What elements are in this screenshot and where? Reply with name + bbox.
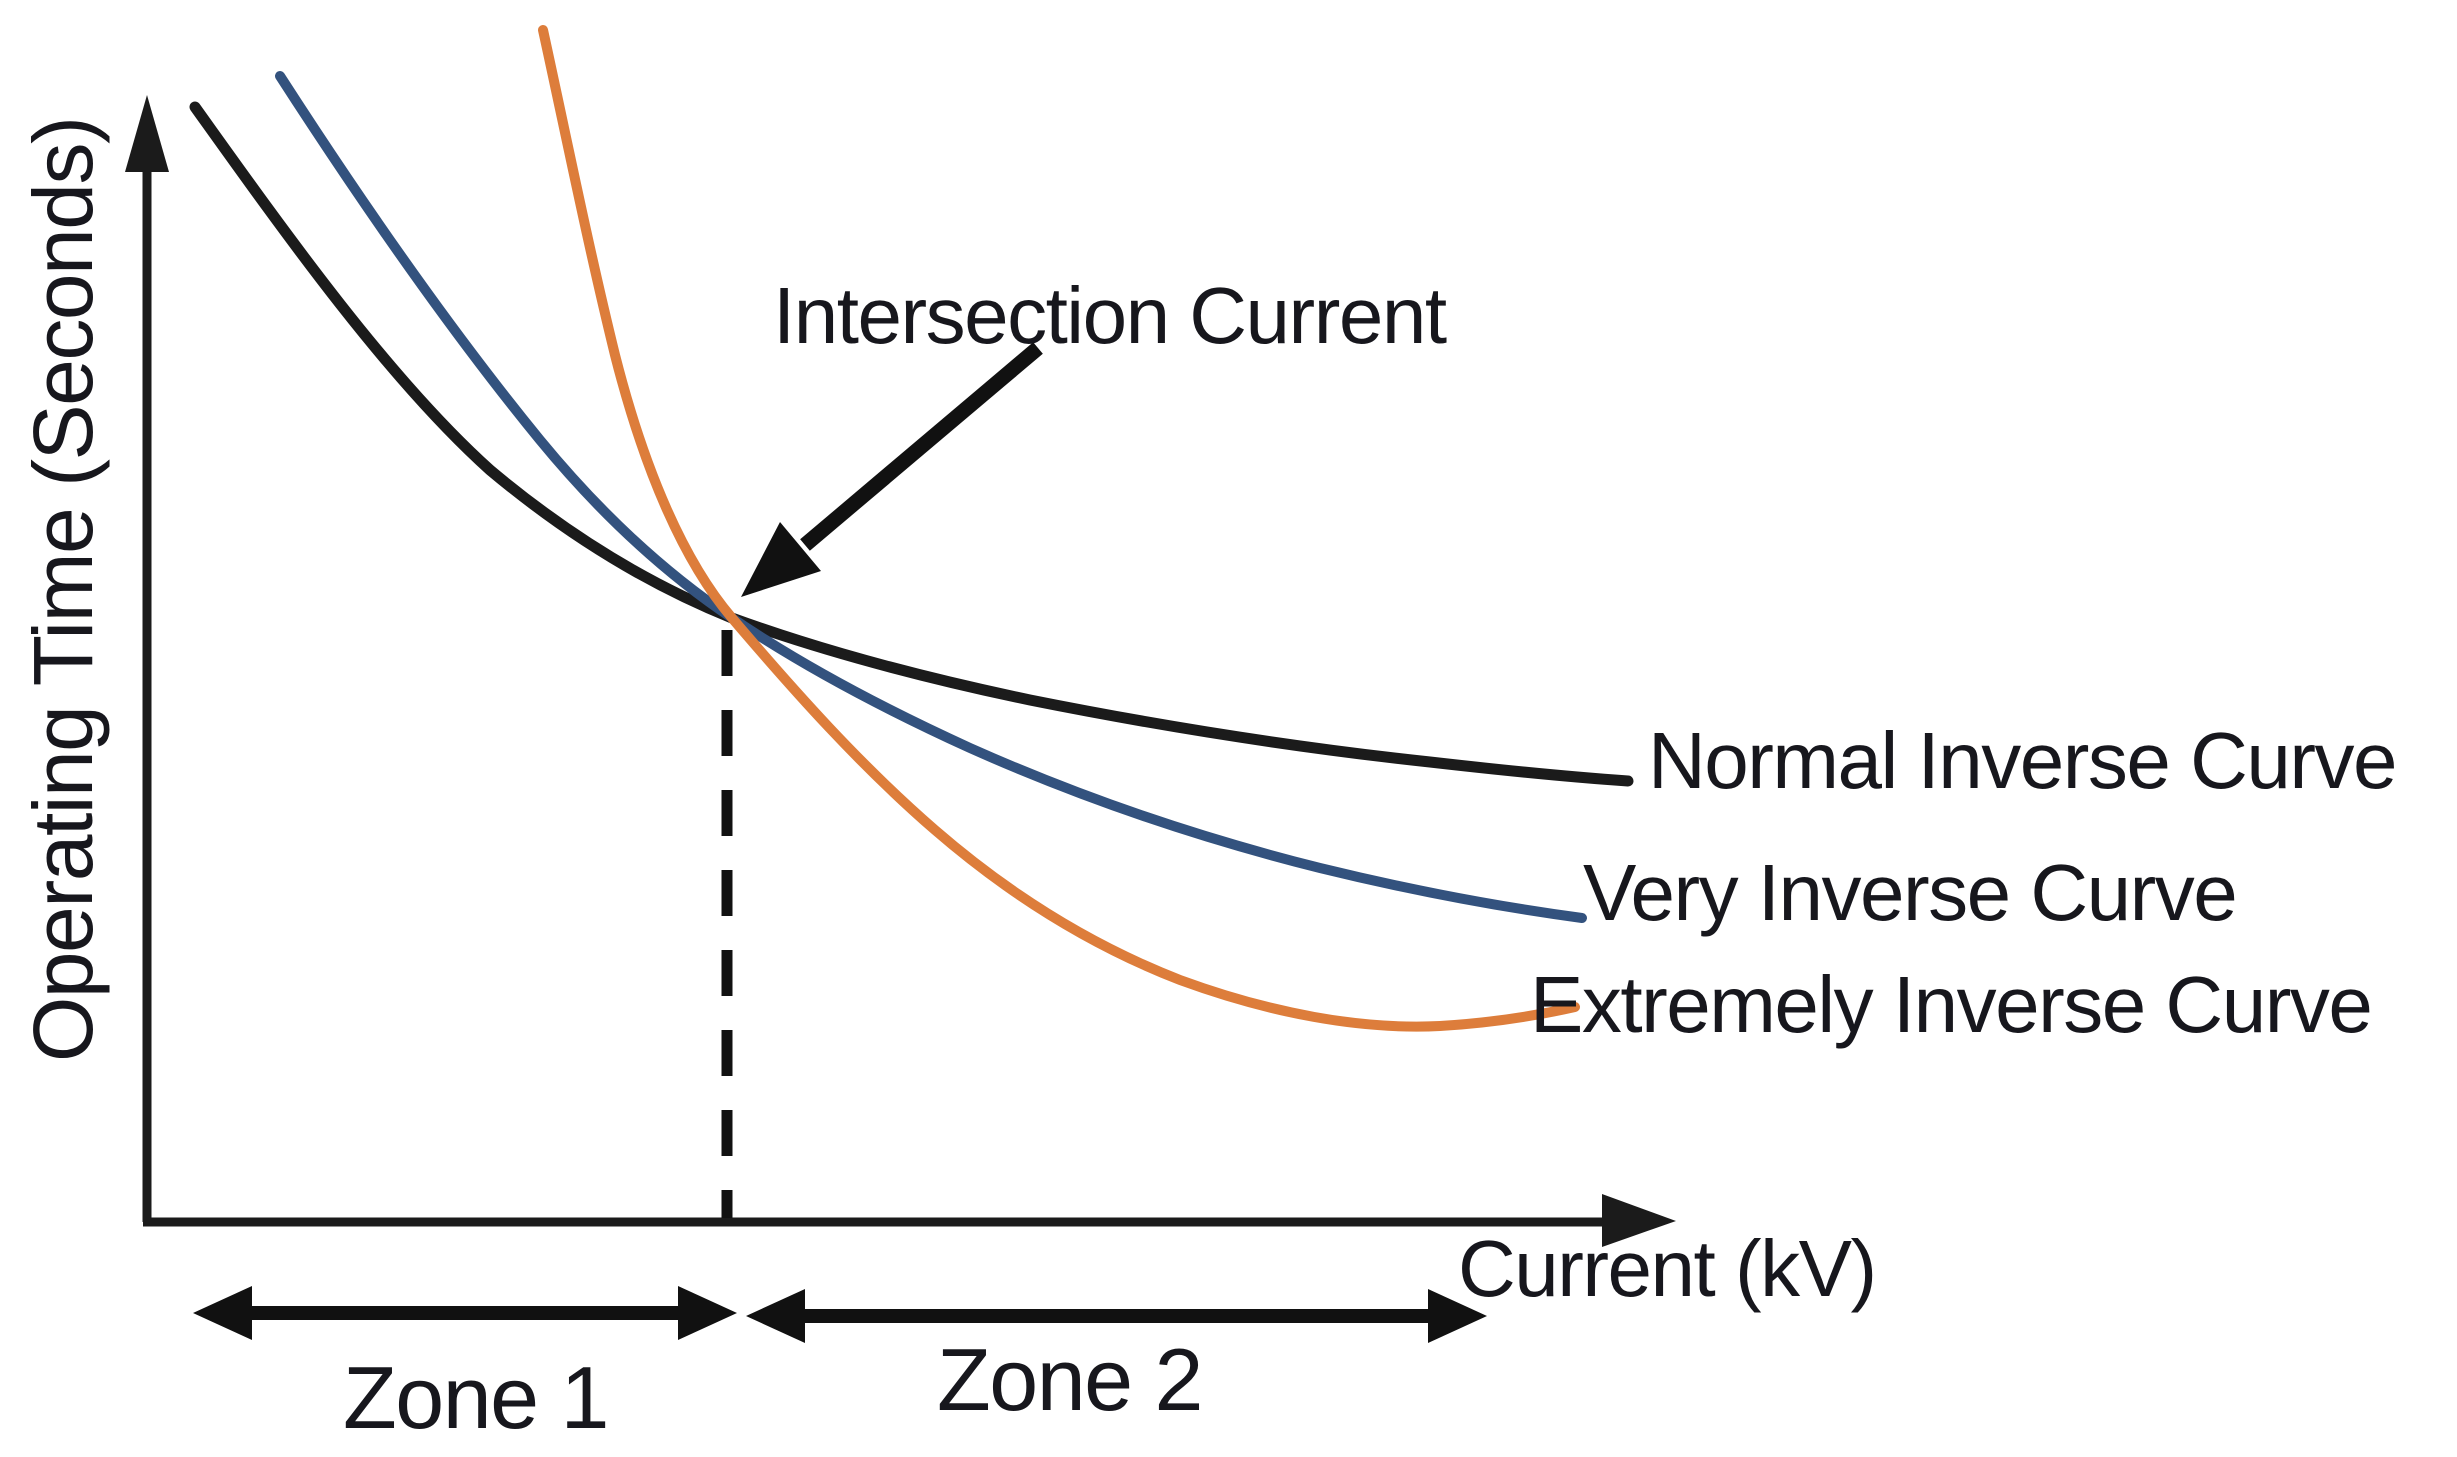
curve-very-inverse xyxy=(275,71,1587,923)
curve-extremely-inverse xyxy=(538,25,1580,1032)
zone1-right-arrowhead-icon xyxy=(678,1286,737,1340)
zone2-right-arrowhead-icon xyxy=(1428,1289,1487,1343)
intersection-annotation-label: Intersection Current xyxy=(773,271,1447,360)
curve-label-extremely-inverse: Extremely Inverse Curve xyxy=(1530,960,2371,1049)
zone2-label: Zone 2 xyxy=(937,1330,1202,1429)
x-axis-arrowhead-icon xyxy=(1602,1194,1676,1247)
zone2-range-arrow xyxy=(746,1289,1487,1343)
x-axis-label: Current (kV) xyxy=(1458,1224,1876,1313)
zone1-left-arrowhead-icon xyxy=(193,1286,252,1340)
zone1-range-arrow xyxy=(193,1286,737,1340)
zone2-left-arrowhead-icon xyxy=(746,1289,805,1343)
annotation-arrow-shaft xyxy=(800,342,1043,551)
curve-label-very-inverse: Very Inverse Curve xyxy=(1583,848,2236,937)
y-axis xyxy=(125,95,169,1222)
zone1-label: Zone 1 xyxy=(343,1348,608,1447)
x-axis xyxy=(143,1194,1676,1247)
annotation-arrowhead-icon xyxy=(741,522,821,597)
intersection-annotation-arrow xyxy=(741,342,1043,597)
y-axis-arrowhead-icon xyxy=(125,95,169,172)
curve-label-normal-inverse: Normal Inverse Curve xyxy=(1648,716,2396,805)
y-axis-label: Operating Time (Seconds) xyxy=(16,118,110,1062)
curve-normal-inverse xyxy=(189,101,1634,787)
